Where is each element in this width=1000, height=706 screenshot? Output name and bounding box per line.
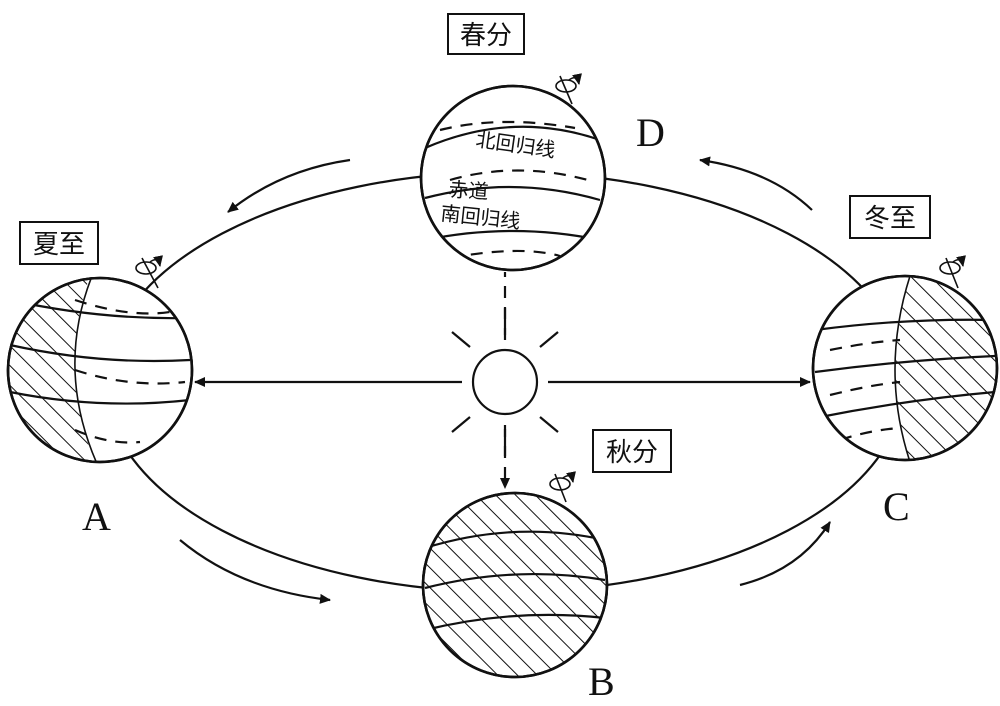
globe-A <box>6 255 194 464</box>
orbit-arrow-top-left <box>227 158 351 213</box>
globe-C <box>811 255 999 462</box>
point-label-C: C <box>883 484 910 529</box>
orbit-arrow-top-right <box>699 156 813 211</box>
season-box-autumn: 秋分 <box>592 429 672 473</box>
season-box-spring: 春分 <box>447 13 525 55</box>
point-label-D: D <box>636 110 665 155</box>
orbit-arrow-bottom-left <box>179 539 331 604</box>
season-box-winter: 冬至 <box>849 195 931 239</box>
point-label-A: A <box>82 494 111 539</box>
rotation-icon-A <box>135 255 163 289</box>
season-label-autumn: 秋分 <box>606 438 658 468</box>
orbit-arrow-bottom-right <box>739 521 831 587</box>
season-box-summer: 夏至 <box>19 221 99 265</box>
globe-D <box>419 73 607 272</box>
rotation-icon-B <box>549 471 576 503</box>
rotation-icon-D <box>555 73 582 105</box>
globe-B <box>421 471 609 679</box>
season-label-summer: 夏至 <box>33 230 85 260</box>
rotation-icon-C <box>939 255 966 289</box>
label-equator: 赤道 <box>448 177 490 204</box>
season-label-spring: 春分 <box>460 21 512 51</box>
point-label-B: B <box>588 659 615 704</box>
season-label-winter: 冬至 <box>864 204 916 234</box>
